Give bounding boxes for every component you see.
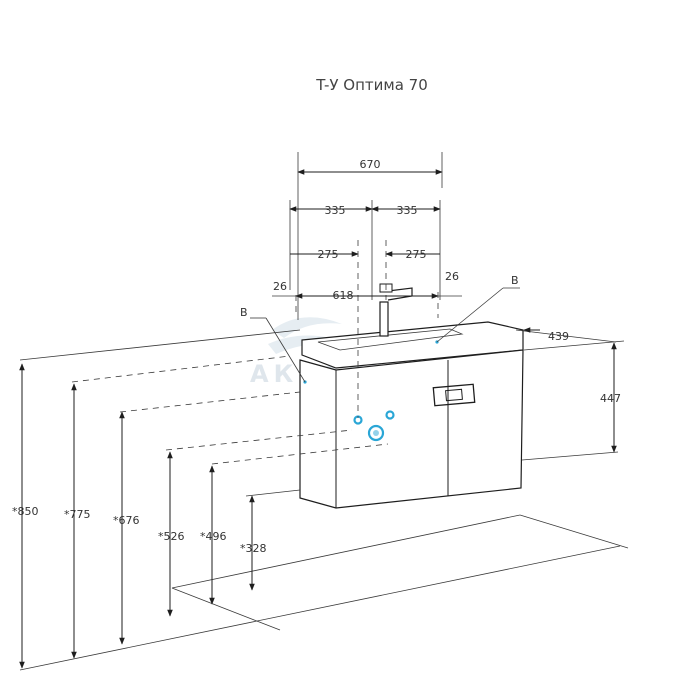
dim-height-526: *526 bbox=[158, 530, 185, 543]
connection-points bbox=[303, 340, 439, 442]
drain-point bbox=[367, 424, 385, 442]
dim-offset-right: 275 bbox=[406, 248, 427, 261]
cabinet-body bbox=[299, 349, 524, 509]
vanity-cabinet bbox=[299, 321, 524, 509]
hot-water-point bbox=[385, 410, 395, 420]
faucet bbox=[379, 283, 413, 337]
dim-height-body: 447 bbox=[600, 392, 621, 405]
dim-height-496: *496 bbox=[200, 530, 227, 543]
dim-width-total: 670 bbox=[360, 158, 381, 171]
dim-height-775: *775 bbox=[64, 508, 91, 521]
dim-edge-left: 26 bbox=[273, 280, 287, 293]
right-height-dimension: 447 bbox=[600, 342, 621, 453]
dim-edge-right: 26 bbox=[445, 270, 459, 283]
door-handle bbox=[432, 383, 476, 407]
dim-center-span: 618 bbox=[333, 289, 354, 302]
basin-bowl bbox=[317, 328, 464, 351]
left-height-dimensions: *850 *775 *676 *526 *496 *328 bbox=[12, 355, 389, 669]
dim-half-right: 335 bbox=[397, 204, 418, 217]
dim-offset-left: 275 bbox=[318, 248, 339, 261]
callout-right: B bbox=[511, 274, 519, 287]
horizontal-dimensions bbox=[272, 169, 540, 333]
dim-height-328: *328 bbox=[240, 542, 267, 555]
dim-height-850: *850 bbox=[12, 505, 39, 518]
callouts: B B bbox=[240, 274, 520, 383]
top-dimension-labels: 670 335 335 275 275 618 26 26 439 bbox=[273, 158, 569, 343]
dim-height-676: *676 bbox=[113, 514, 140, 527]
drawing-title: T-У Оптима 70 bbox=[315, 76, 428, 94]
dim-depth: 439 bbox=[548, 330, 569, 343]
floor-outline bbox=[19, 329, 629, 671]
callout-left: B bbox=[240, 306, 248, 319]
dim-half-left: 335 bbox=[325, 204, 346, 217]
